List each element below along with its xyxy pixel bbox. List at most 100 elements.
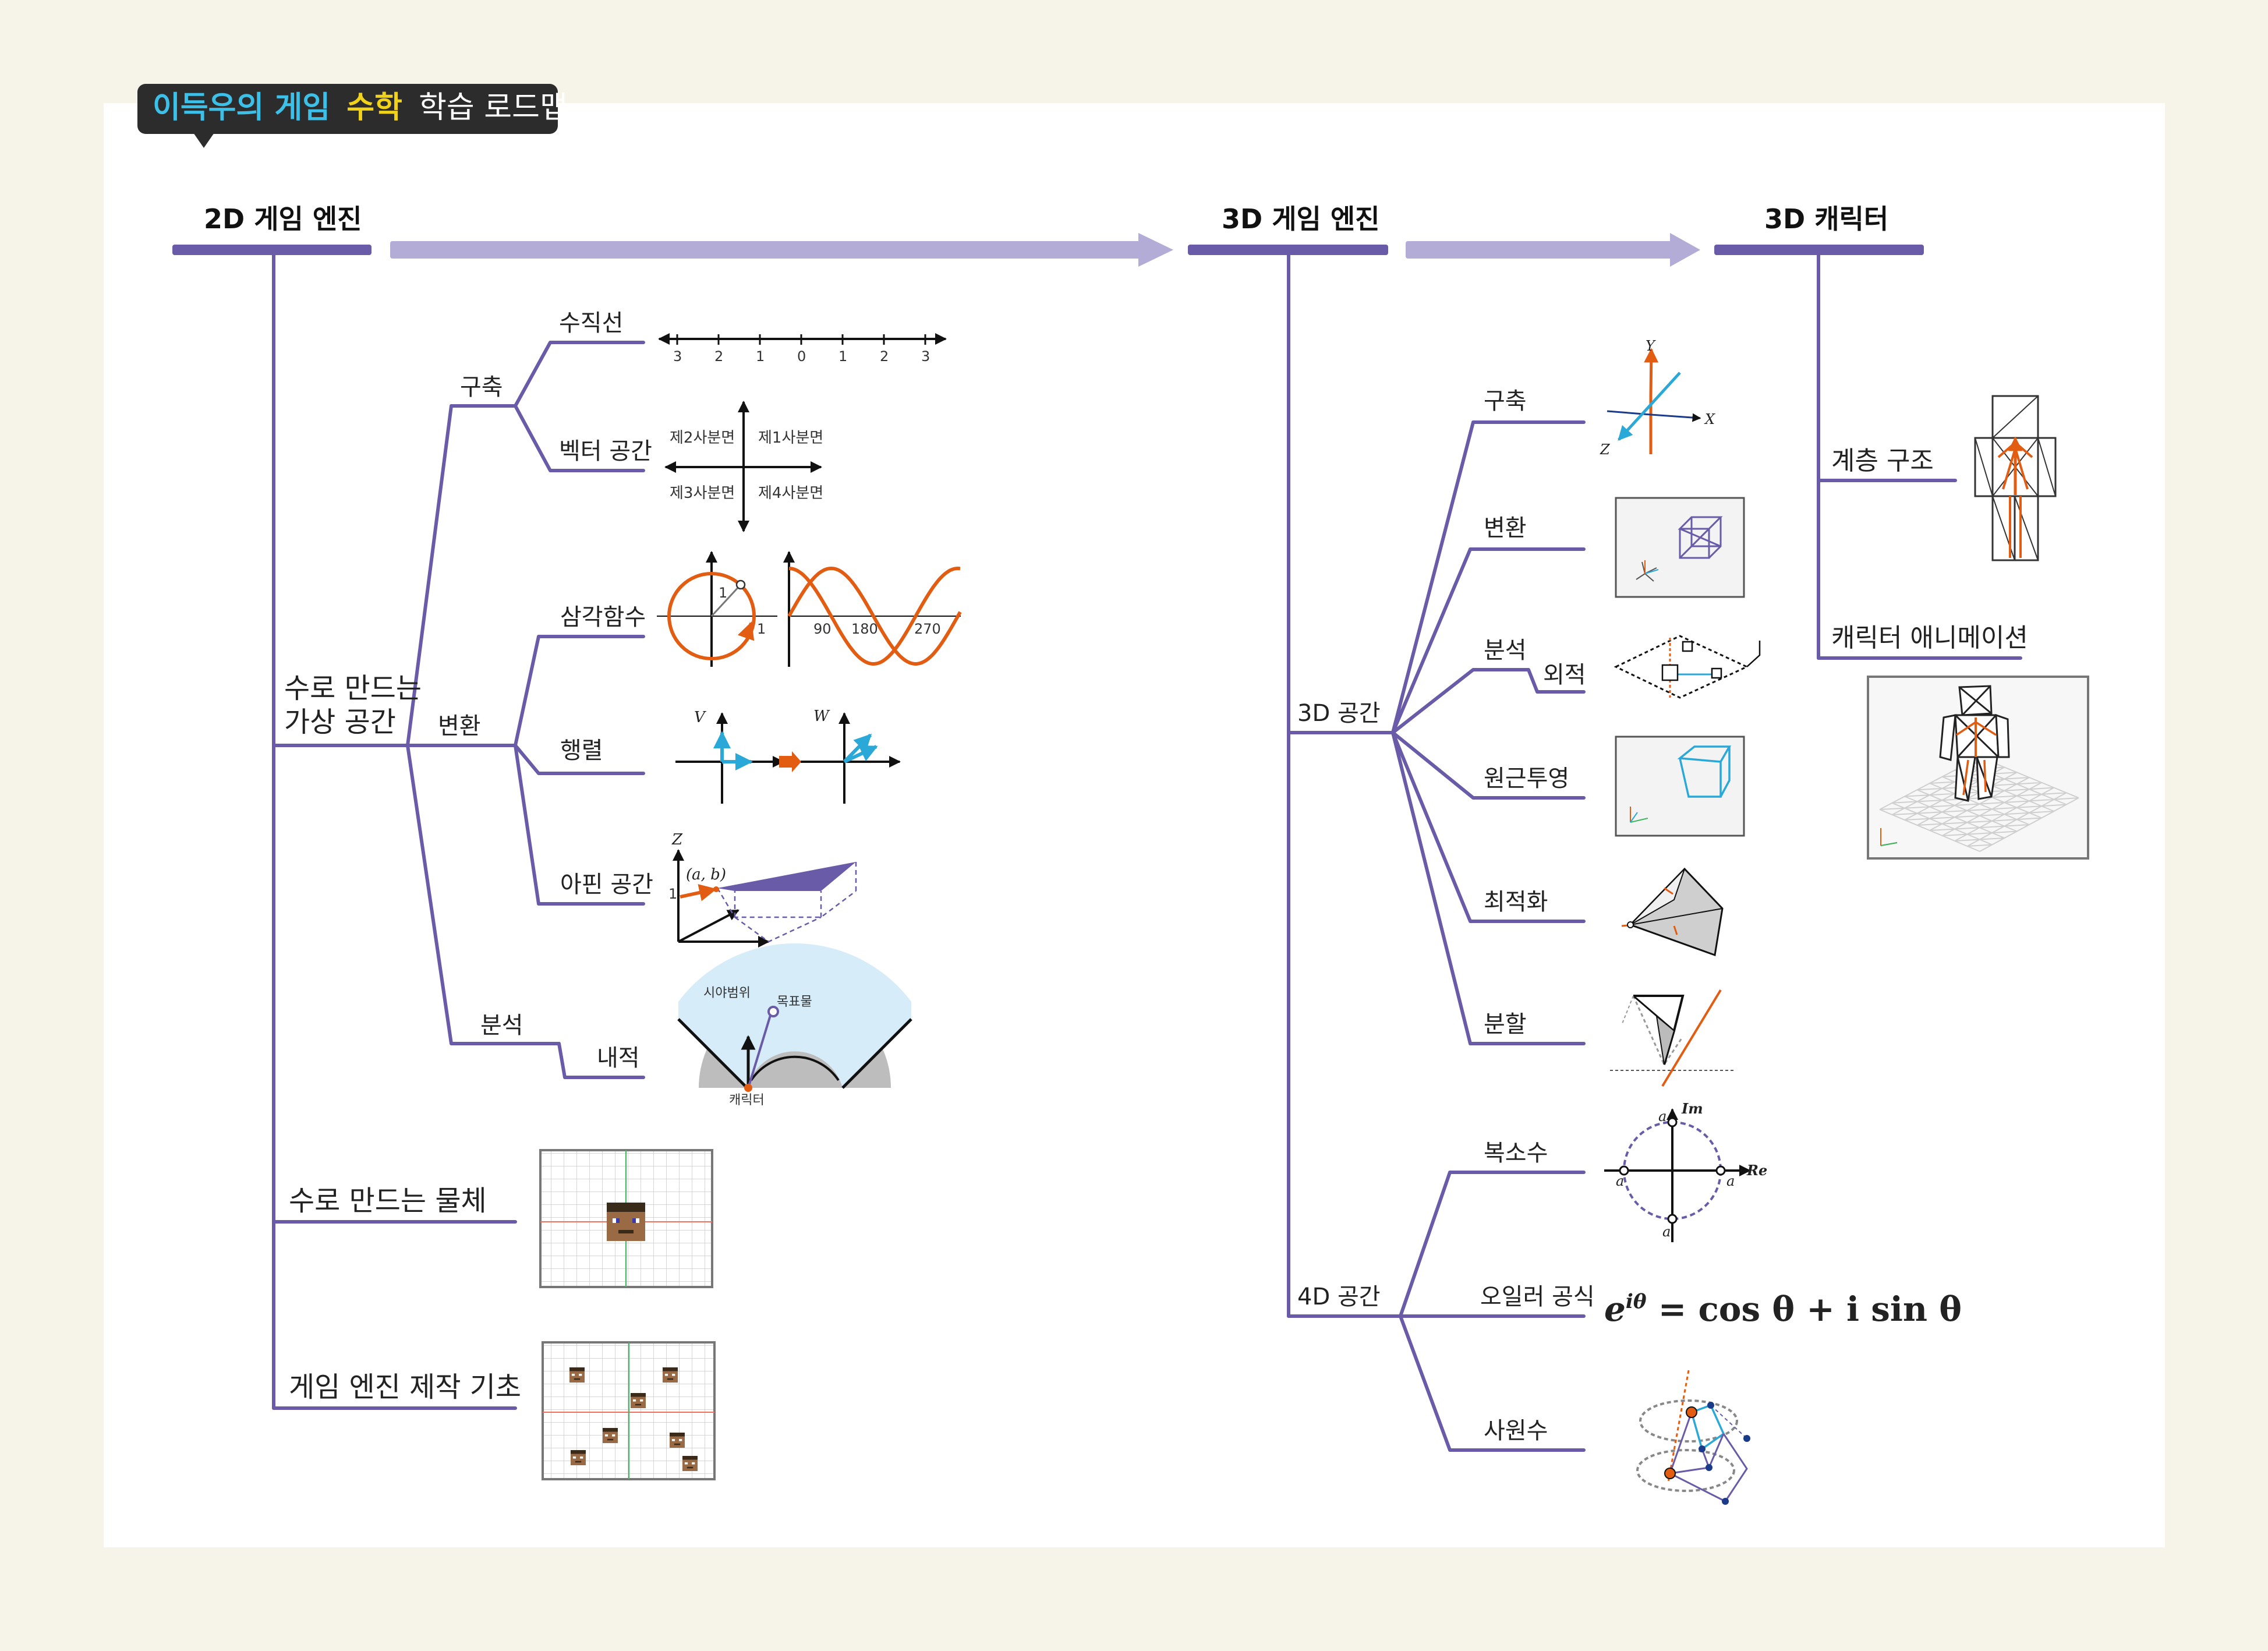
pixel-face-icon [569, 1367, 585, 1383]
node-dot-product: 내적 [597, 1045, 640, 1072]
transform-3d-figure [1615, 497, 1745, 598]
pixel-face-icon [682, 1456, 698, 1471]
node-split: 분할 [1484, 1011, 1527, 1038]
axis-label-x: X [1704, 411, 1715, 427]
label-quadrant-2: 제2사분면 [670, 429, 735, 447]
badge-title-part2: 수학 [346, 90, 402, 125]
pixel-face-icon [670, 1433, 685, 1448]
trig-tick-270: 270 [914, 621, 941, 637]
tree-character [1817, 253, 2022, 660]
node-quaternion: 사원수 [1484, 1417, 1548, 1444]
node-transform-2d: 변환 [438, 713, 481, 740]
hierarchy-figure [1974, 395, 2057, 561]
node-trig: 삼각함수 [560, 604, 646, 631]
node-perspective: 원근투영 [1484, 765, 1569, 792]
object-grid-figure [539, 1149, 713, 1288]
complex-plane-figure: Re Im a a a a [1604, 1100, 1767, 1242]
node-4d-space: 4D 공간 [1297, 1284, 1381, 1310]
optimize-figure [1621, 867, 1724, 957]
euler-formula: eiθ = cos θ + i sin θ [1604, 1289, 1962, 1329]
character-animation-figure [1867, 676, 2089, 860]
euler-rhs: = cos θ + i sin θ [1647, 1289, 1962, 1329]
affine-label-point: (a, b) [686, 866, 726, 883]
node-build-3d: 구축 [1484, 388, 1527, 415]
pixel-face-icon [603, 1428, 618, 1443]
node-hierarchy: 계층 구조 [1831, 446, 1934, 476]
trig-tick-180: 180 [851, 621, 878, 637]
complex-label-a-top: a [1658, 1108, 1666, 1125]
arrow-3d-to-char [1406, 233, 1700, 267]
svg-text:이득우의 게임 수학 학습 로드맵: 이득우의 게임 수학 학습 로드맵 [153, 90, 568, 125]
node-virtual-space-line1: 수로 만드는 [284, 672, 422, 705]
trig-axis-one: 1 [757, 621, 766, 637]
node-affine: 아핀 공간 [560, 871, 653, 898]
tree-3d [1287, 253, 1586, 1452]
number-line-figure: 3 2 1 0 1 2 3 [658, 333, 947, 365]
complex-label-a-right: a [1726, 1173, 1735, 1189]
pixel-face-icon [571, 1450, 586, 1465]
node-cross-product: 외적 [1543, 662, 1586, 688]
matrix-label-w: W [813, 708, 830, 725]
node-optimize: 최적화 [1484, 889, 1548, 915]
pixel-face-icon [631, 1393, 646, 1408]
dot-product-figure: 시야범위 목표물 캐릭터 [677, 943, 912, 1108]
number-line-tick-label: 0 [797, 348, 806, 365]
node-virtual-space: 수로 만드는 가상 공간 [284, 672, 430, 738]
pixel-face-icon [663, 1367, 678, 1383]
badge-title-part3: 학습 로드맵 [419, 90, 568, 125]
header-bar-2d [172, 245, 371, 255]
node-complex: 복소수 [1484, 1140, 1548, 1166]
header-bar-char [1714, 245, 1924, 255]
trig-tick-90: 90 [813, 621, 832, 637]
node-build-2d: 구축 [460, 374, 503, 401]
trig-radius-label: 1 [719, 585, 727, 601]
complex-label-a-left: a [1616, 1173, 1624, 1189]
affine-label-one: 1 [668, 886, 677, 902]
paper-panel [104, 103, 2165, 1547]
number-line-tick-label: 1 [838, 348, 847, 365]
dot-label-character: 캐릭터 [729, 1093, 765, 1108]
number-line-tick-label: 3 [921, 348, 930, 365]
trig-figure: 1 1 90 180 270 [657, 551, 962, 667]
node-engine-basics: 게임 엔진 제작 기초 [289, 1371, 521, 1403]
number-line-tick-label: 2 [880, 348, 889, 365]
section-3d-engine: 3D 게임 엔진 [1222, 203, 1380, 235]
node-analysis-2d: 분석 [480, 1012, 523, 1039]
node-vector-space: 벡터 공간 [559, 438, 652, 465]
node-virtual-space-line2: 가상 공간 [284, 706, 396, 738]
multi-object-grid-figure [542, 1341, 716, 1480]
pixel-face-icon [607, 1203, 645, 1241]
floor-grid [1879, 756, 2079, 852]
complex-label-re: Re [1746, 1162, 1767, 1179]
number-line-tick-label: 3 [673, 348, 682, 365]
axis-label-z: Z [1600, 441, 1611, 458]
section-3d-character: 3D 캐릭터 [1764, 203, 1888, 235]
euler-base: e [1604, 1289, 1626, 1329]
section-2d-engine: 2D 게임 엔진 [204, 203, 362, 235]
axis-label-y: Y [1646, 338, 1656, 354]
node-3d-space: 3D 공간 [1297, 700, 1381, 727]
affine-label-z: Z [671, 831, 683, 849]
cross-product-figure [1614, 635, 1761, 699]
split-figure [1610, 989, 1735, 1087]
badge-title-part1: 이득우의 게임 [153, 90, 330, 125]
perspective-figure [1615, 736, 1745, 837]
quadrant-figure: 제2사분면 제1사분면 제3사분면 제4사분면 [664, 401, 823, 532]
node-transform-3d: 변환 [1484, 515, 1527, 542]
matrix-figure: V W [675, 708, 901, 804]
cosine-wave [788, 566, 961, 666]
sine-wave [787, 566, 962, 666]
node-euler: 오일러 공식 [1480, 1284, 1595, 1310]
node-analysis-3d: 분석 [1484, 637, 1527, 664]
label-quadrant-4: 제4사분면 [758, 485, 823, 502]
tree-2d [272, 253, 645, 1410]
node-matrix: 행렬 [560, 737, 603, 764]
dot-label-target: 목표물 [777, 995, 812, 1009]
header-bar-3d [1188, 245, 1388, 255]
number-line-tick-label: 1 [756, 348, 765, 365]
axes-3d-figure: Y X Z [1600, 338, 1715, 458]
number-line-tick-label: 2 [714, 348, 723, 365]
matrix-label-v: V [694, 709, 706, 726]
label-quadrant-3: 제3사분면 [670, 485, 735, 502]
